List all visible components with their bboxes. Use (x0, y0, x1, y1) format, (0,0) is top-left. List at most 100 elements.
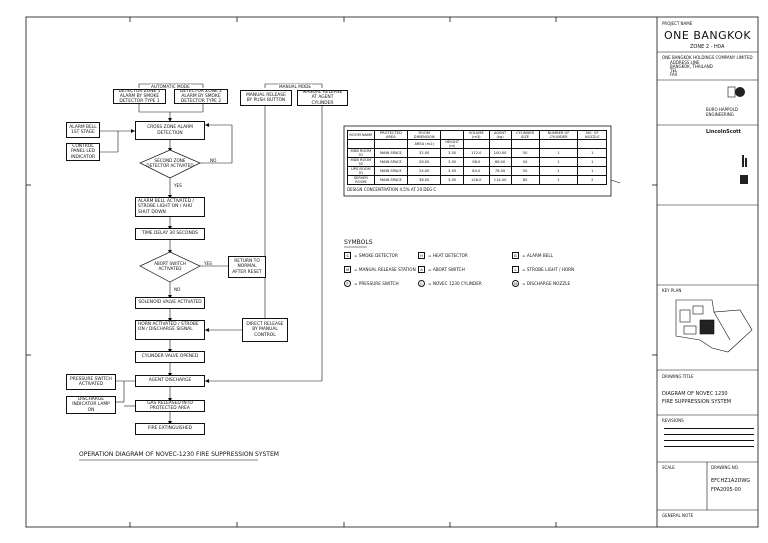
owner-line-1: ADDRESS LINE (670, 60, 700, 65)
project-name: ONE BANGKOK (664, 29, 752, 42)
revision-row (664, 434, 754, 435)
revisions-label: REVISIONS (662, 418, 684, 423)
table-cell: MDB ROOM 02 (347, 157, 375, 167)
decision-2-yes: YES (204, 261, 212, 266)
symbol-item: H= HEAT DETECTOR (418, 252, 468, 259)
consultant-2: LincolnScott (706, 129, 741, 135)
symbol-label: = MANUAL RELEASE STATION (354, 267, 416, 272)
revision-row (664, 428, 754, 429)
decision-diamond-1 (139, 149, 201, 179)
table-cell: 1 (577, 157, 607, 167)
table-cell: 3.50 (440, 175, 464, 185)
table-cell: 126.0 (462, 175, 490, 185)
manual-mode-label: MANUAL MODE (278, 84, 312, 89)
direct-release-box: DIRECT RELEASE BY MANUAL CONTROL (242, 318, 288, 342)
table-cell: 1 (577, 166, 607, 176)
solenoid-valve-box: SOLENOID VALVE ACTIVATED (135, 297, 205, 309)
symbol-item: P= PRESSURE SWITCH (344, 280, 399, 287)
table-cell: NO. OF NOZZLE (577, 130, 607, 140)
table-cell: MAIN SPACE (373, 148, 408, 158)
table-cell (462, 139, 490, 149)
return-normal-box: RETURN TO NORMAL AFTER RESET (228, 256, 266, 278)
drawing-title-line-1: DIAGRAM OF NOVEC 1230 (662, 391, 728, 397)
symbol-label: = ABORT SWITCH (428, 267, 465, 272)
table-cell (577, 139, 607, 149)
symbol-item: S= SMOKE DETECTOR (344, 252, 398, 259)
manual-push-button-box: MANUAL RELEASE BY PUSH BUTTON (240, 90, 292, 106)
table-cell: 2 (577, 175, 607, 185)
table-cell: 76.00 (488, 166, 512, 176)
symbol-item: B= ALARM BELL (512, 252, 553, 259)
symbol-label: = STROBE LIGHT / HORN (522, 267, 575, 272)
table-subheader-row: AREA (m2)HEIGHT (m) (347, 139, 607, 149)
table-cell: MAIN SPACE (373, 175, 408, 185)
symbol-item: L= STROBE LIGHT / HORN (512, 266, 574, 273)
decision-1-text: SECOND ZONE DETECTOR ACTIVATED (146, 158, 194, 169)
detector-zone-1-box: DETECTOR ZONE 1 ALARM BY SMOKE DETECTOR … (113, 89, 166, 104)
symbol-item: A= ABORT SWITCH (418, 266, 465, 273)
owner-name: ONE BANGKOK HOLDINGS COMPANY LIMITED (662, 55, 753, 60)
table-cell: MDB ROOM 01 (347, 148, 375, 158)
table-cell: 3.50 (440, 166, 464, 176)
drawing-title-label: DRAWING TITLE (662, 374, 694, 379)
table-cell: 36.00 (406, 175, 442, 185)
gas-released-box: GAS RELEASED INTO PROTECTED AREA (135, 400, 205, 412)
table-cell: 3.50 (440, 157, 464, 167)
decision-1-yes: YES (174, 183, 182, 188)
table-cell: 3.50 (440, 148, 464, 158)
symbol-item: M= MANUAL RELEASE STATION (344, 266, 416, 273)
scale-label: SCALE (662, 465, 675, 470)
table-cell: ROOM DIMENSION (406, 130, 442, 140)
table-cell: 100.00 (488, 148, 512, 158)
drawing-no-1: EFCHZ1A2DWG (711, 478, 751, 484)
owner-line-3: TEL (670, 68, 678, 73)
table-cell: 1 (577, 148, 607, 158)
table-cell: 84.0 (462, 166, 490, 176)
symbol-icon: S (344, 252, 351, 259)
time-delay-box: TIME DELAY 30 SECONDS (135, 228, 205, 240)
symbol-icon: B (512, 252, 519, 259)
cross-zone-box: CROSS ZONE ALARM DETECTION (135, 121, 205, 140)
control-panel-led-box: CONTROL PANEL LED INDICATOR (66, 143, 100, 161)
key-plan-label: KEY PLAN (662, 288, 682, 293)
drawing-no-label: DRAWING NO. (711, 465, 739, 470)
table-cell: 1 (538, 175, 579, 185)
table-cell: SERVER ROOM (347, 175, 375, 185)
table-cell: 28.00 (406, 157, 442, 167)
drawing-title-line-2: FIRE SUPPRESSION SYSTEM (662, 399, 732, 405)
symbol-icon: L (512, 266, 519, 273)
decision-2-no: NO (174, 287, 181, 292)
symbol-label: = NOVEC 1230 CYLINDER (428, 281, 482, 286)
symbol-label: = HEAT DETECTOR (428, 253, 468, 258)
table-cell: 112.0 (462, 148, 490, 158)
table-cell: 1 (538, 166, 579, 176)
symbol-item: C= NOVEC 1230 CYLINDER (418, 280, 482, 287)
alarm-activated-box: ALARM BELL ACTIVATED / STROBE LIGHT ON /… (135, 197, 205, 217)
table-cell: 50 (510, 157, 540, 167)
table-cell: UPS ROOM 01 (347, 166, 375, 176)
table-cell: 1 (538, 157, 579, 167)
symbol-label: = PRESSURE SWITCH (354, 281, 399, 286)
revision-row (664, 446, 754, 447)
table-cell: 98.0 (462, 157, 490, 167)
revision-row (664, 440, 754, 441)
table-cell: AREA (m2) (406, 139, 442, 149)
table-cell (440, 130, 464, 140)
diagram-caption: OPERATION DIAGRAM OF NOVEC-1230 FIRE SUP… (79, 451, 279, 458)
horn-strobe-box: HORN ACTIVATED / STROBE ON / DISCHARGE S… (135, 320, 205, 340)
general-note-label: GENERAL NOTE (662, 513, 694, 518)
table-cell: MAIN SPACE (373, 166, 408, 176)
symbol-label: = DISCHARGE NOZZLE (522, 281, 571, 286)
symbol-label: = SMOKE DETECTOR (354, 253, 398, 258)
symbols-title: SYMBOLS (344, 239, 373, 246)
discharge-lamp-box: DISCHARGE INDICATOR LAMP ON (66, 396, 116, 414)
table-cell: VOLUME (m3) (462, 130, 490, 140)
table-cell (510, 139, 540, 149)
table-cell: PROTECTED AREA (373, 130, 408, 140)
